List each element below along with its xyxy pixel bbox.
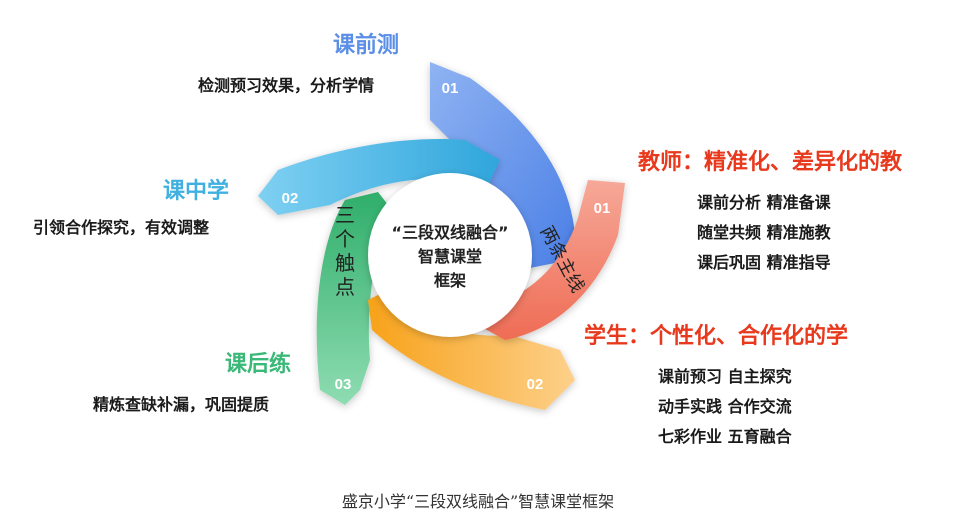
ribbon-top-number: 01: [442, 80, 459, 97]
center-subtitle-2: 框架: [434, 271, 466, 290]
student-item: 七彩作业 五育融合: [658, 427, 792, 446]
student-item: 动手实践 合作交流: [658, 397, 792, 416]
teacher-item: 课后巩固 精准指导: [697, 253, 831, 272]
center-circle: [368, 173, 532, 337]
stage-post-desc: 精炼查缺补漏，巩固提质: [93, 395, 270, 414]
ribbon-left: [258, 139, 500, 215]
center-subtitle: 智慧课堂: [418, 247, 482, 266]
figure-caption: 盛京小学“三段双线融合”智慧课堂框架: [341, 492, 615, 511]
center-title: “三段双线融合”: [391, 223, 508, 242]
ribbon-orange-number: 02: [527, 376, 544, 393]
stage-in-title: 课中学: [163, 179, 230, 204]
student-item: 课前预习 自主探究: [658, 367, 792, 386]
spine-left-label: 三个触点: [335, 203, 355, 299]
ribbon-left-number: 02: [282, 190, 299, 207]
teacher-item: 课前分析 精准备课: [697, 193, 831, 212]
teacher-title: 教师：精准化、差异化的教: [638, 150, 903, 175]
student-title: 学生：个性化、合作化的学: [584, 324, 849, 349]
teacher-item: 随堂共频 精准施教: [697, 223, 831, 242]
stage-post-title: 课后练: [225, 352, 292, 377]
ribbon-top: [430, 62, 575, 270]
ribbon-salmon-number: 01: [594, 200, 611, 217]
stage-pre-title: 课前测: [333, 33, 400, 58]
ribbon-bottom-number: 03: [335, 376, 352, 393]
stage-in-desc: 引领合作探究，有效调整: [33, 218, 210, 237]
stage-pre-desc: 检测预习效果，分析学情: [198, 76, 375, 95]
